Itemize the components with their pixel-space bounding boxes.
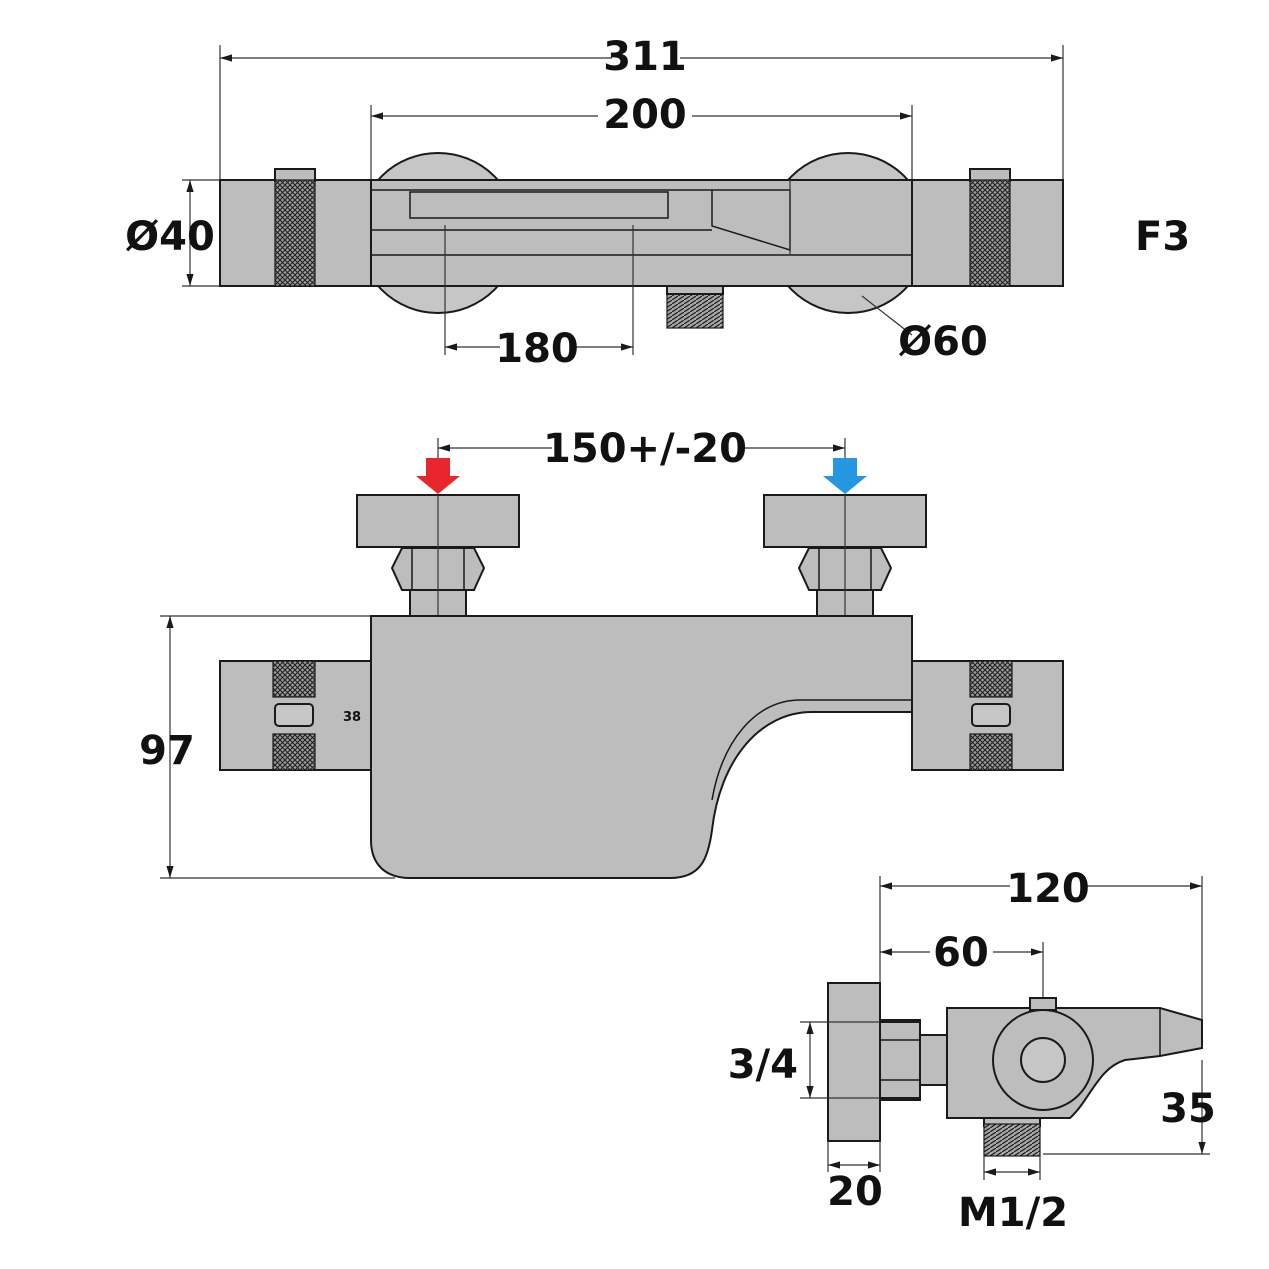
body-length-label: 200 [603, 92, 687, 138]
depth-label: 120 [1006, 866, 1090, 912]
outlet-height-label: 35 [1160, 1086, 1216, 1132]
cut-off-label: F3 [1135, 214, 1190, 260]
side-bar-hole [1020, 1037, 1066, 1083]
bar-diameter-label: Ø40 [125, 214, 215, 260]
left-knurl-lower [272, 733, 316, 771]
left-temp-window [274, 703, 314, 727]
right-window [971, 703, 1011, 727]
temperature-mark: 38 [343, 710, 361, 725]
outlet-thread-label: M1/2 [958, 1190, 1068, 1236]
top-outlet-thread [666, 291, 724, 329]
valve-body-top [370, 179, 913, 287]
connection-spacing-label: 150+/-20 [543, 426, 747, 472]
left-knurl-upper [272, 660, 316, 698]
inlet-thread-label: 3/4 [728, 1042, 798, 1088]
overall-length-label: 311 [603, 34, 687, 80]
rosette-diameter-label: Ø60 [898, 319, 988, 365]
top-view: 311 200 Ø40 180 [125, 34, 1190, 372]
height-label: 97 [139, 728, 195, 774]
side-view: 120 60 3/4 20 M1/2 [728, 866, 1216, 1236]
valve-body-front [370, 615, 913, 879]
side-rosette [827, 982, 881, 1142]
hot-inlet-arrow-icon [416, 458, 460, 494]
cold-inlet-arrow-icon [823, 458, 867, 494]
left-knurled-grip [274, 179, 316, 287]
right-knurl-upper [969, 660, 1013, 698]
rosette-thickness-label: 20 [827, 1169, 883, 1215]
front-view: 150+/-20 38 97 [139, 426, 1064, 879]
side-nut [879, 1021, 921, 1099]
right-knurled-grip [969, 179, 1011, 287]
centre-depth-label: 60 [933, 930, 989, 976]
inner-length-label: 180 [495, 326, 579, 372]
right-knurl-lower [969, 733, 1013, 771]
side-outlet-thread [983, 1123, 1041, 1157]
